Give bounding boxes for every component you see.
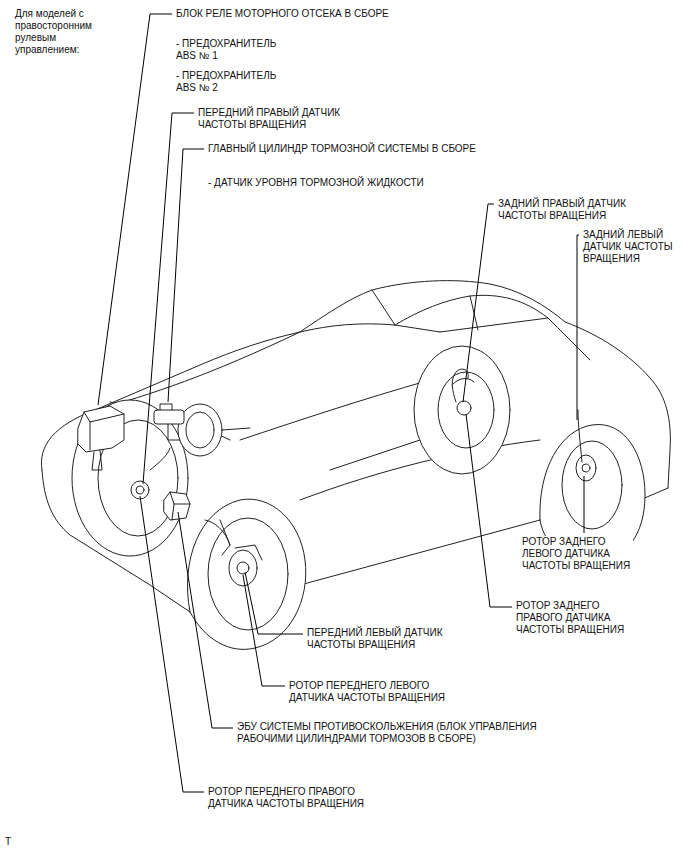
page-mark: T [4,836,12,848]
part-label: ЗАДНИЙ ПРАВЫЙ ДАТЧИК ЧАСТОТЫ ВРАЩЕНИЯ [497,198,628,222]
part-label: ЗАДНИЙ ЛЕВЫЙ ДАТЧИК ЧАСТОТЫ ВРАЩЕНИЯ [582,229,675,265]
part-label: РОТОР ПЕРЕДНЕГО ЛЕВОГО ДАТЧИКА ЧАСТОТЫ В… [288,680,448,704]
part-label: ПЕРЕДНИЙ ЛЕВЫЙ ДАТЧИК ЧАСТОТЫ ВРАЩЕНИЯ [306,627,445,651]
part-label: Для моделей с правосторонним рулевым упр… [14,8,86,56]
part-label: - ДАТЧИК УРОВНЯ ТОРМОЗНОЙ ЖИДКОСТИ [207,177,425,189]
part-label: РОТОР ПЕРЕДНЕГО ПРАВОГО ДАТЧИКА ЧАСТОТЫ … [207,786,367,810]
part-label: ЭБУ СИСТЕМЫ ПРОТИВОСКОЛЬЖЕНИЯ (БЛОК УПРА… [236,721,539,745]
part-label: БЛОК РЕЛЕ МОТОРНОГО ОТСЕКА В СБОРЕ [175,8,390,20]
part-label: ГЛАВНЫЙ ЦИЛИНДР ТОРМОЗНОЙ СИСТЕМЫ В СБОР… [207,143,477,155]
part-label: - ПРЕДОХРАНИТЕЛЬ ABS № 2 [175,70,279,94]
part-label: РОТОР ЗАДНЕГО ЛЕВОГО ДАТЧИКА ЧАСТОТЫ ВРА… [521,536,633,572]
part-label: - ПРЕДОХРАНИТЕЛЬ ABS № 1 [175,38,279,62]
part-label: ПЕРЕДНИЙ ПРАВЫЙ ДАТЧИК ЧАСТОТЫ ВРАЩЕНИЯ [197,107,343,131]
part-label: РОТОР ЗАДНЕГО ПРАВОГО ДАТЧИКА ЧАСТОТЫ ВР… [515,600,627,636]
